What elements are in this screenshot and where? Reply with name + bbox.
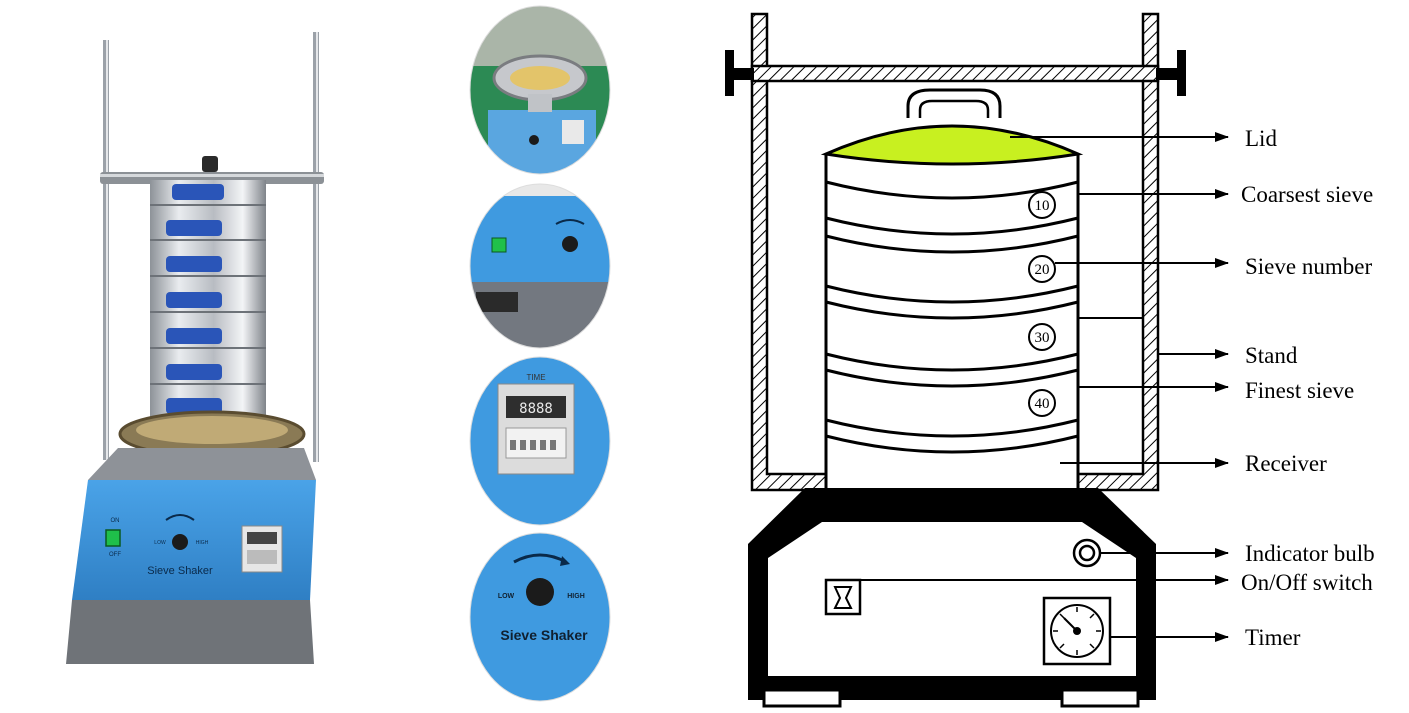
label-stand: Stand bbox=[1245, 343, 1298, 368]
closeup-3-timer: TIME 8888 bbox=[469, 356, 611, 526]
label-receiver: Receiver bbox=[1245, 451, 1327, 476]
lid-knob bbox=[202, 156, 218, 172]
label-indicator-bulb: Indicator bulb bbox=[1245, 541, 1375, 566]
timer-icon bbox=[1042, 596, 1112, 666]
closeup-2-control-panel bbox=[469, 183, 611, 349]
lid-handle bbox=[906, 88, 1002, 118]
indicator-bulb-icon bbox=[1072, 538, 1102, 568]
closeup-1-top-view bbox=[469, 5, 611, 175]
sieve-number-20: 20 bbox=[1028, 255, 1056, 283]
svg-text:20: 20 bbox=[1035, 262, 1050, 278]
photo-switch-off: OFF bbox=[109, 552, 121, 558]
svg-text:30: 30 bbox=[1035, 330, 1050, 346]
lid bbox=[820, 124, 1084, 166]
photo-switch-on: ON bbox=[111, 518, 120, 524]
label-sieve-number: Sieve number bbox=[1245, 254, 1372, 279]
closeup-knob-high: HIGH bbox=[567, 593, 585, 600]
speed-knob bbox=[172, 534, 188, 550]
svg-text:40: 40 bbox=[1035, 396, 1050, 412]
sieve-shaker-photo: ON OFF LOW HIGH Sieve Shaker bbox=[66, 32, 324, 664]
photo-knob-high: HIGH bbox=[196, 540, 209, 546]
photo-knob-low: LOW bbox=[154, 540, 166, 546]
sieve-blue-tags bbox=[166, 184, 224, 414]
sieve-number-30: 30 bbox=[1028, 323, 1056, 351]
sieve-number-40: 40 bbox=[1028, 389, 1056, 417]
label-coarsest-sieve: Coarsest sieve bbox=[1241, 182, 1373, 207]
label-timer: Timer bbox=[1245, 625, 1301, 650]
closeup-panel-text: Sieve Shaker bbox=[500, 627, 588, 643]
closeup-lcd-readout: 8888 bbox=[519, 401, 553, 417]
sieve-shaker-diagram: 10 20 30 40 bbox=[725, 12, 1375, 708]
leader-lines bbox=[843, 132, 1229, 642]
grey-base bbox=[66, 600, 314, 664]
label-finest-sieve: Finest sieve bbox=[1245, 378, 1354, 403]
clamp-bar bbox=[750, 64, 1160, 83]
sieve-number-10: 10 bbox=[1028, 191, 1056, 219]
sieve-bands bbox=[825, 180, 1079, 454]
label-lid: Lid bbox=[1245, 126, 1277, 151]
closeup-timer-title: TIME bbox=[526, 373, 545, 382]
closeup-4-knob: LOW HIGH Sieve Shaker bbox=[469, 532, 611, 702]
svg-text:10: 10 bbox=[1035, 198, 1050, 214]
photo-panel-title: Sieve Shaker bbox=[147, 565, 213, 577]
closeup-knob-low: LOW bbox=[498, 593, 515, 600]
on-off-switch-icon bbox=[824, 578, 862, 616]
label-on-off-switch: On/Off switch bbox=[1241, 570, 1373, 595]
left-clamp-handle bbox=[725, 50, 734, 96]
right-clamp-handle bbox=[1177, 50, 1186, 96]
green-switch bbox=[105, 529, 121, 547]
